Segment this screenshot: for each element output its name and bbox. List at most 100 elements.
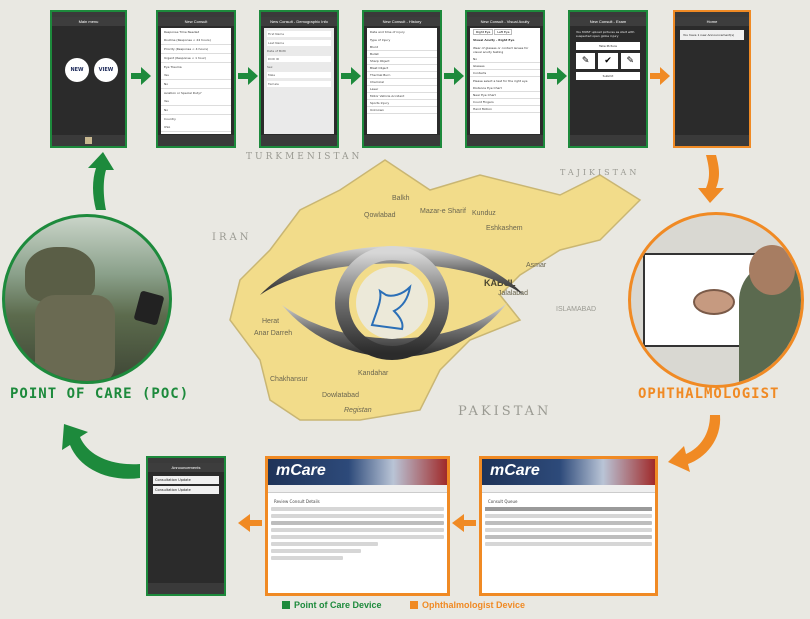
phone-title: New Consult - History (364, 17, 440, 26)
item-text[interactable]: Routine (Response < 24 hours) (161, 36, 231, 45)
eye-logo (260, 246, 524, 360)
tab-right-eye[interactable]: Right Eye (473, 29, 494, 35)
tab-left-eye[interactable]: Left Eye (494, 29, 513, 35)
view-consults-button[interactable]: VIEW (94, 58, 118, 82)
mcare-header: mCare (268, 459, 447, 485)
item-text[interactable]: Urgent (Response < 1 hour) (161, 54, 231, 63)
city-4: Eshkashem (486, 225, 523, 232)
eye-lower-lid (282, 303, 507, 358)
item-text[interactable]: Unknown (367, 107, 437, 114)
ophthalmologist-title: OPHTHALMOLOGIST (638, 386, 780, 402)
city-10: Kandahar (358, 370, 389, 377)
city-1: Mazar-e Sharif (420, 208, 466, 215)
item-text[interactable]: Laser (367, 86, 437, 93)
item-text[interactable]: Sharp Object (367, 58, 437, 65)
phone-main-menu: Main menu NEW VIEW (50, 10, 127, 148)
item-text[interactable]: Near Eye Chart (470, 92, 540, 99)
item-text[interactable]: Glasses (470, 63, 540, 70)
poc-title: POINT OF CARE (POC) (10, 386, 190, 402)
eye-iris-ring (335, 246, 449, 360)
dod-id-field[interactable]: DOD ID (267, 56, 331, 62)
item-text[interactable]: Bullet (367, 51, 437, 58)
ophthalmologist-photo (628, 212, 804, 388)
new-consult-button[interactable]: NEW (65, 58, 89, 82)
item-text[interactable]: No (161, 80, 231, 89)
city-2: Kunduz (472, 210, 496, 217)
item-text[interactable]: Thermal Burn (367, 72, 437, 79)
legend-poc: Point of Care Device (282, 600, 382, 610)
legend-swatch-green (282, 601, 290, 609)
phone-title: New Consult - Visual Acuity (467, 17, 543, 26)
eye-upper-lid (260, 246, 524, 295)
item-text[interactable]: Blunt (367, 44, 437, 51)
exam-instruction: You MUST upload pictures as start with s… (576, 30, 635, 38)
item-text[interactable]: Sports Injury (367, 100, 437, 107)
label-turkmenistan: TURKMENISTAN (246, 152, 363, 162)
item-text: Eye Trauma (164, 65, 182, 69)
announcement-item[interactable]: Consultation Update (153, 476, 219, 484)
label-tajikistan: TAJIKISTAN (560, 168, 640, 177)
item-text[interactable]: No (161, 106, 231, 115)
label-iran: IRAN (212, 232, 252, 243)
pencil-icon[interactable]: ✎ (576, 53, 596, 69)
item-text[interactable]: Blast Object (367, 65, 437, 72)
item-text[interactable]: Hand Motion (470, 106, 540, 113)
check-icon[interactable]: ✔ (598, 53, 618, 69)
eye-image-icon (693, 289, 735, 315)
item-text[interactable]: Priority (Response < 4 hours) (161, 45, 231, 54)
submit-button[interactable]: Submit (576, 72, 640, 80)
phone-nav-bar (364, 135, 440, 146)
phone-new-consult: New Consult Response Time Needed Routine… (156, 10, 236, 148)
pencil-icon[interactable]: ✎ (620, 53, 640, 69)
female-option[interactable]: Female (267, 81, 331, 87)
phone-title: Announcements (148, 463, 224, 472)
phone-title: New Consult - Exam (570, 17, 646, 26)
city-11: Dowlatabad (322, 392, 359, 399)
city-6: Asmar (526, 262, 547, 269)
item-text[interactable]: Count Fingers (470, 99, 540, 106)
mcare-navbar[interactable] (482, 485, 655, 493)
announcement-item[interactable]: Consultation Update (153, 486, 219, 494)
handheld-device-icon (133, 290, 165, 326)
phone-nav-bar (158, 135, 234, 146)
phone-nav-bar (261, 135, 337, 146)
mcare-logo: mCare (490, 462, 540, 479)
item-text[interactable]: Motor Vehicle Accident (367, 93, 437, 100)
item-text: Response Time Needed (164, 30, 200, 34)
take-picture-button[interactable]: Take Picture (576, 42, 640, 50)
announcement-notice[interactable]: You have 1 new Announcement(s) (680, 30, 744, 40)
city-12: Registan (344, 407, 372, 414)
mcare-navbar[interactable] (268, 485, 447, 493)
city-5: Jalalabad (498, 290, 528, 297)
first-name-field[interactable]: First Name (267, 31, 331, 37)
phone-title: New Consult - Demographic Info (261, 17, 337, 26)
item-text: Country (164, 117, 176, 121)
item-text: Date and time of injury (370, 30, 405, 34)
item-text: Visual Acuity - Right Eye (473, 38, 515, 42)
phone-history: New Consult - History Date and time of i… (362, 10, 442, 148)
last-name-field[interactable]: Last Name (267, 40, 331, 46)
web-consult-queue: mCare Consult Queue (479, 456, 658, 596)
phone-title: Home (675, 17, 749, 26)
item-text[interactable]: Chemical (367, 79, 437, 86)
item-text[interactable]: Distance Eye Chart (470, 85, 540, 92)
item-text[interactable]: Yes (161, 97, 231, 106)
phone-body: Consultation Update Consultation Update (151, 474, 221, 582)
item-text[interactable]: USA (161, 123, 231, 132)
phone-nav-bar (467, 135, 543, 146)
phone-body: Right Eye Left Eye Visual Acuity - Right… (470, 28, 540, 134)
phone-demographic-info: New Consult - Demographic Info First Nam… (259, 10, 339, 148)
male-option[interactable]: Male (267, 72, 331, 78)
poc-photo (2, 214, 172, 384)
phone-body: Response Time Needed Routine (Response <… (161, 28, 231, 134)
phone-exam: New Consult - Exam You MUST upload pictu… (568, 10, 648, 148)
city-9: Chakhansur (270, 376, 308, 383)
item-text[interactable]: No (470, 56, 540, 63)
item-text: Wear of glasses or contact lenses for vi… (473, 46, 529, 54)
item-text[interactable]: Contacts (470, 70, 540, 77)
item-text[interactable]: Yes (161, 71, 231, 80)
phone-nav-bar (675, 135, 749, 146)
phone-title: New Consult (158, 17, 234, 26)
phone-visual-acuity: New Consult - Visual Acuity Right Eye Le… (465, 10, 545, 148)
sex-label: Sex (267, 65, 273, 69)
